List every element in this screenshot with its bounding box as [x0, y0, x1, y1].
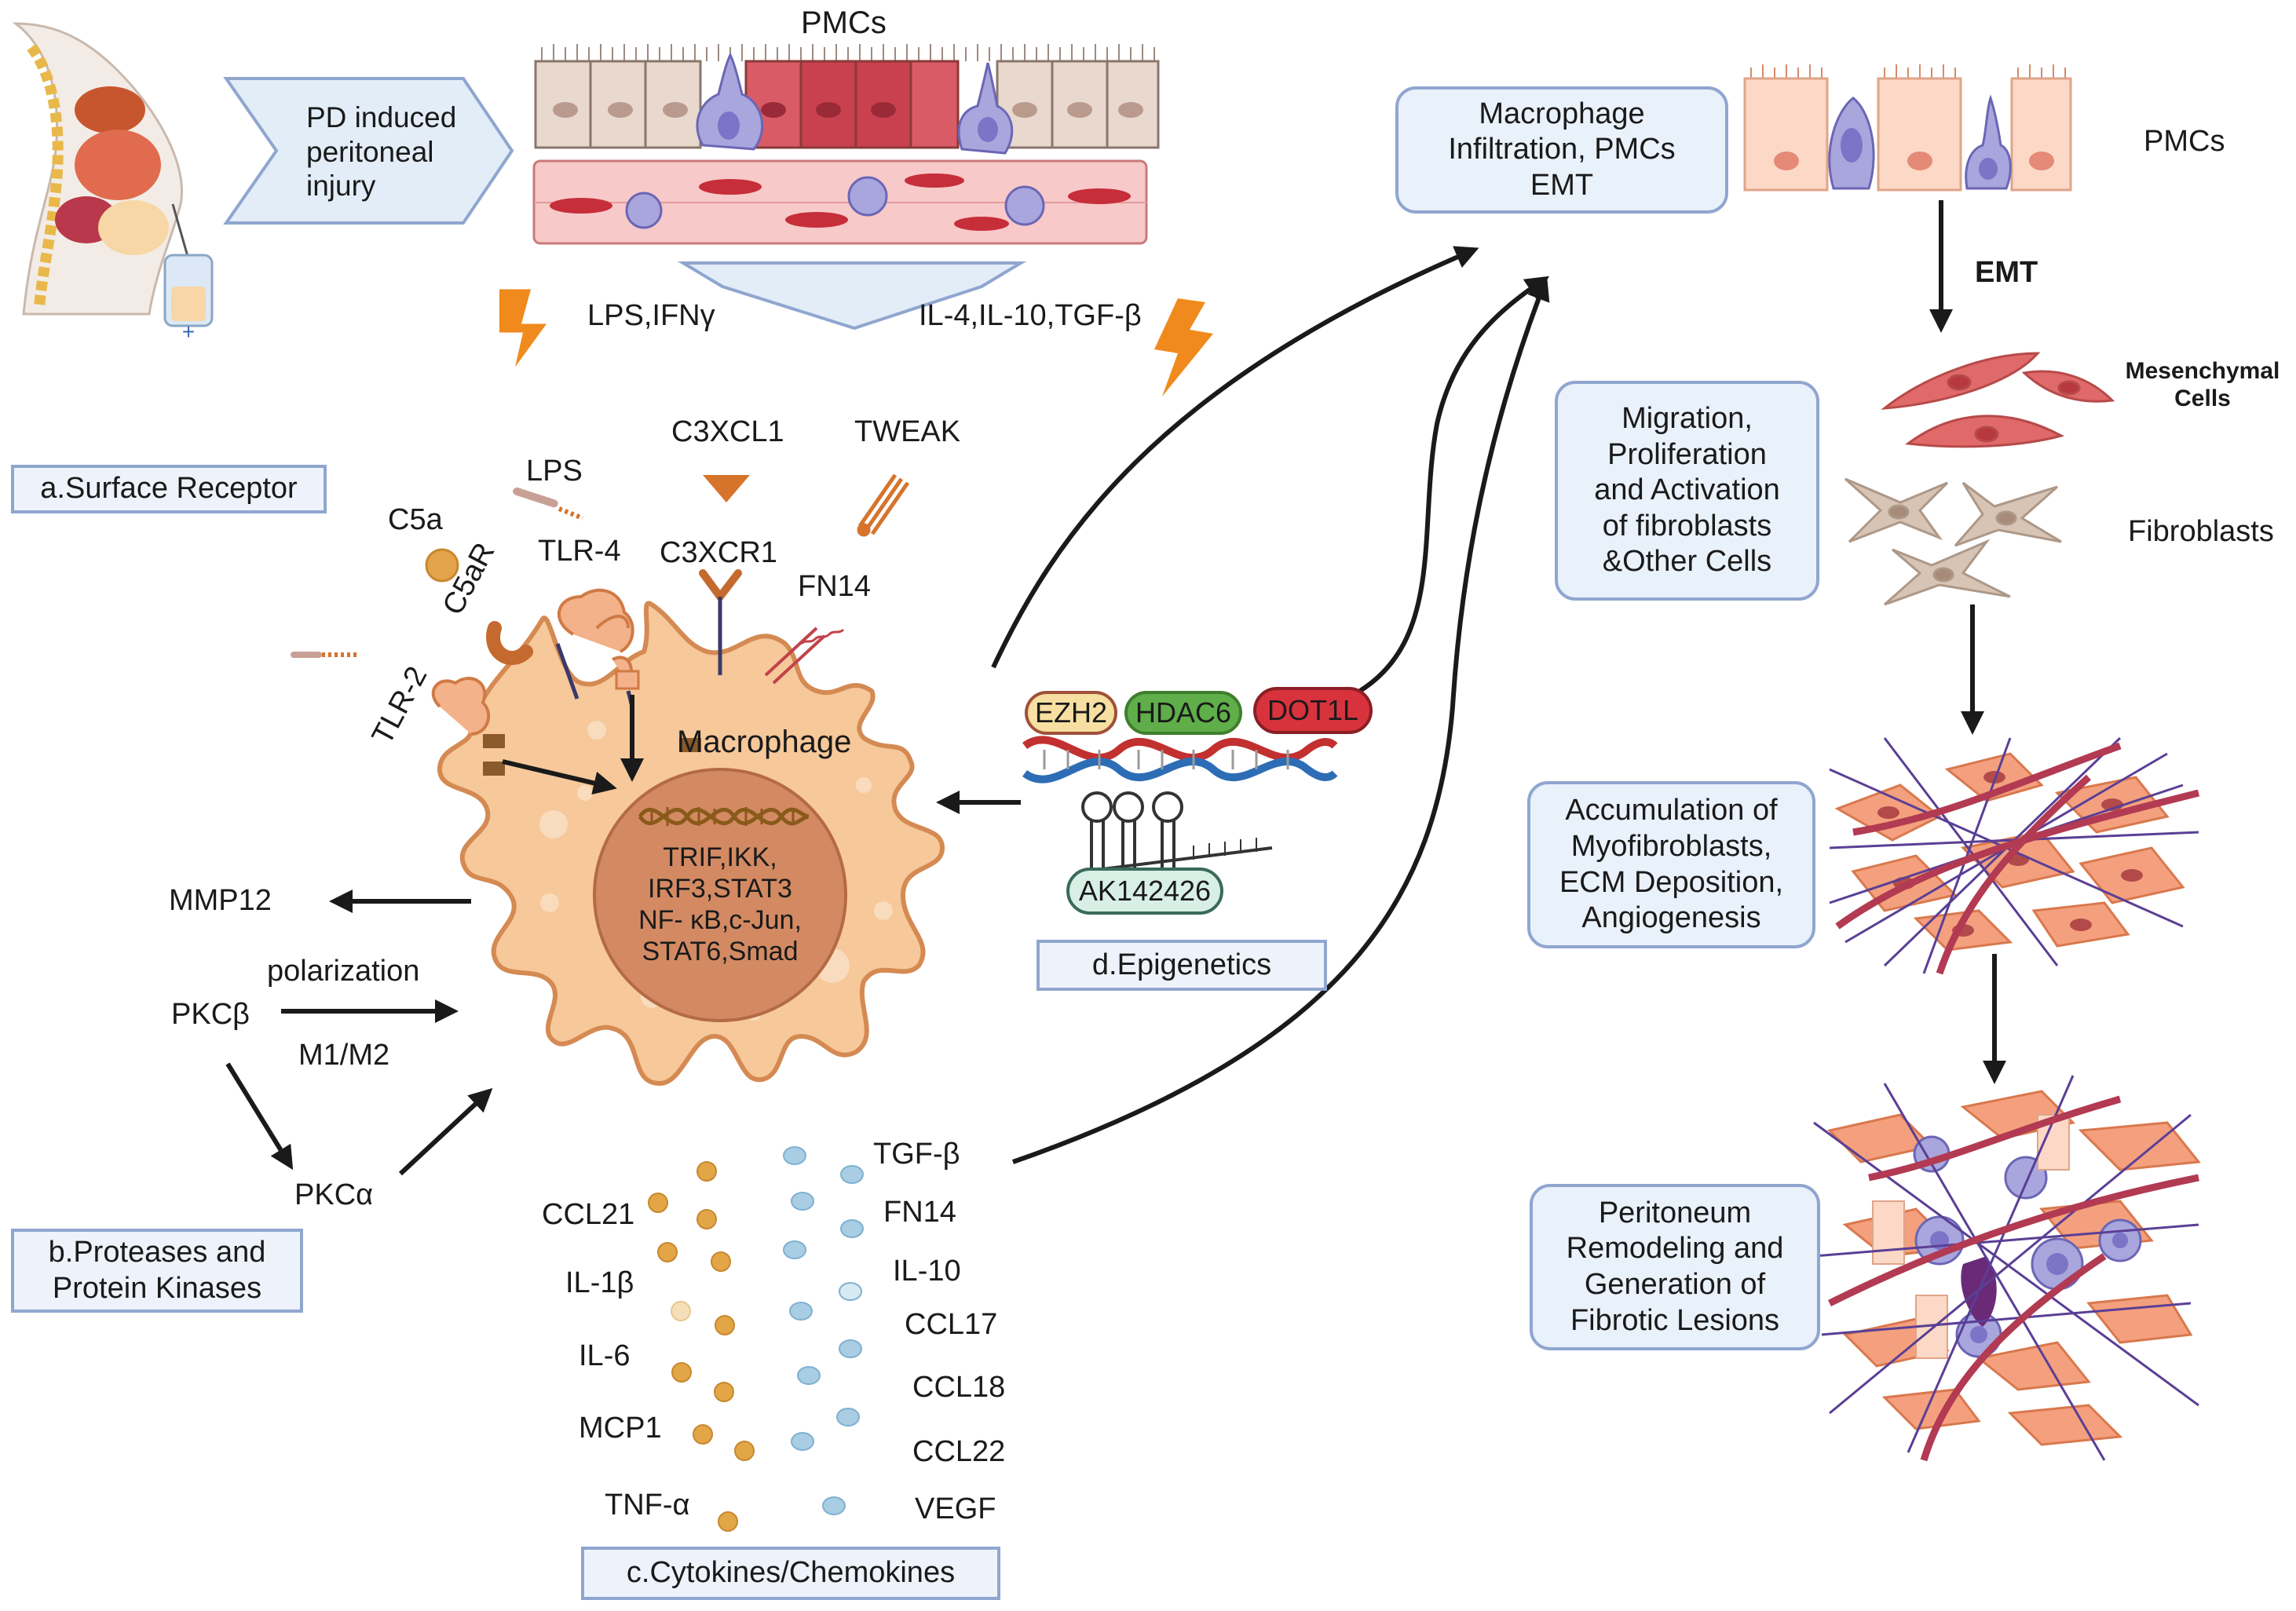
ak142426-badge: AK142426 [1066, 868, 1223, 915]
arrow-tlr2-to-nucleus [502, 759, 617, 795]
c3xcr1-label: C3XCR1 [660, 536, 777, 569]
cytokine-right-0: TGF-β [873, 1138, 960, 1171]
tlr4-label: TLR-4 [538, 535, 621, 568]
c5a-label: C5a [388, 503, 443, 536]
lightning-icon-left [499, 289, 547, 367]
arrow-macrophage-to-infiltration [991, 246, 1479, 669]
c5a-ligand-icon [425, 548, 459, 583]
section-a-surface-receptor: a.Surface Receptor [11, 465, 327, 513]
lps-label: LPS [526, 455, 583, 488]
section-b-proteases: b.Proteases and Protein Kinases [11, 1229, 303, 1313]
cytokine-right-5: CCL22 [912, 1435, 1006, 1468]
emt-label: EMT [1975, 256, 2038, 289]
cytokine-left-2: IL-6 [579, 1339, 631, 1372]
tweak-label: TWEAK [854, 415, 961, 448]
fibrotic-lesion-icon [1813, 1075, 2201, 1462]
lightning-icon-right [1154, 298, 1213, 396]
c3xcl1-ligand-icon [703, 475, 750, 502]
peritoneal-tissue [532, 44, 1160, 245]
cytokine-left-4: TNF-α [605, 1489, 690, 1522]
il-tgf-label: IL-4,IL-10,TGF-β [919, 299, 1142, 332]
mesenchymal-cells-icon [1881, 352, 2115, 448]
migration-box: Migration, Proliferation and Activation … [1555, 381, 1819, 601]
fn14-label: FN14 [798, 570, 871, 603]
remodeling-box: Peritoneum Remodeling and Generation of … [1530, 1184, 1820, 1350]
cytokine-dots-blue [783, 1146, 864, 1515]
ecm-myofibroblast-network-icon [1829, 736, 2200, 975]
c5ar-receptor-icon [486, 621, 533, 665]
arrow-epigenetics-to-infiltration [1278, 276, 1550, 721]
epigenetic-dna-icon [1022, 736, 1338, 784]
tweak-ligand-icon [857, 473, 910, 537]
rna-stemloop-icon [1081, 791, 1273, 873]
cytokine-dots-orange [648, 1161, 755, 1532]
section-d-epigenetics: d.Epigenetics [1036, 940, 1327, 991]
pmcs-top-label: PMCs [801, 5, 887, 40]
arrow-pkcb-to-pkca [225, 1062, 294, 1171]
cytokine-left-3: MCP1 [579, 1412, 662, 1445]
tlr4-receptor-icon [555, 588, 640, 707]
accumulation-box: Accumulation of Myofibroblasts, ECM Depo… [1527, 781, 1815, 948]
cytokine-left-0: CCL21 [542, 1198, 635, 1231]
cytokine-right-6: VEGF [915, 1492, 996, 1525]
patient-illustration: + [12, 22, 214, 344]
c3xcr1-receptor-icon [699, 569, 742, 675]
ezh2-badge: EZH2 [1025, 691, 1117, 735]
infiltration-box: Macrophage Infiltration, PMCs EMT [1395, 86, 1728, 214]
tlr2-ligand-icon [291, 652, 357, 658]
hdac6-badge: HDAC6 [1124, 691, 1242, 735]
mmp12-label: MMP12 [169, 884, 272, 917]
nucleus [593, 768, 847, 1022]
pmcs-right-label: PMCs [2144, 125, 2225, 158]
cytokine-right-2: IL-10 [893, 1255, 961, 1288]
cytokine-right-4: CCL18 [912, 1371, 1006, 1404]
pd-injury-chevron [223, 77, 514, 225]
cytokine-right-3: CCL17 [905, 1308, 998, 1341]
downward-chevron [677, 261, 1027, 331]
dna-helix-in-nucleus-icon [638, 807, 810, 826]
cytokine-left-1: IL-1β [565, 1266, 634, 1299]
macrophage-label: Macrophage [677, 725, 852, 759]
lps-ifn-label: LPS,IFNγ [587, 299, 715, 332]
pd-injury-label: PD induced peritoneal injury [306, 101, 457, 203]
pkcb-label: PKCβ [171, 998, 250, 1031]
fibroblast-cells-icon [1844, 477, 2062, 606]
fibroblasts-label: Fibroblasts [2128, 515, 2274, 548]
section-c-cytokines: c.Cytokines/Chemokines [581, 1547, 1000, 1600]
polarization-label: polarization [267, 955, 420, 988]
pkca-label: PKCα [294, 1178, 374, 1211]
mesenchymal-label: Mesenchymal Cells [2125, 358, 2280, 412]
macrophage-receptor-box [679, 738, 701, 752]
svg-text:+: + [182, 320, 195, 344]
c3xcl1-label: C3XCL1 [671, 415, 784, 448]
cytokine-right-1: FN14 [883, 1196, 956, 1229]
arrow-cytokines-to-infiltration [1012, 276, 1550, 1164]
nucleus-text: TRIF,IKK, IRF3,STAT3 NF- κB,c-Jun, STAT6… [638, 842, 802, 967]
m1m2-label: M1/M2 [298, 1039, 390, 1072]
arrow-pkca-to-macrophage [398, 1087, 493, 1176]
dot1l-badge: DOT1L [1253, 687, 1373, 734]
pmcs-emt-cells [1743, 64, 2072, 192]
lps-ligand-icon [513, 487, 584, 521]
tlr2-receptor-icon [431, 677, 505, 776]
fn14-receptor-icon [764, 626, 845, 685]
